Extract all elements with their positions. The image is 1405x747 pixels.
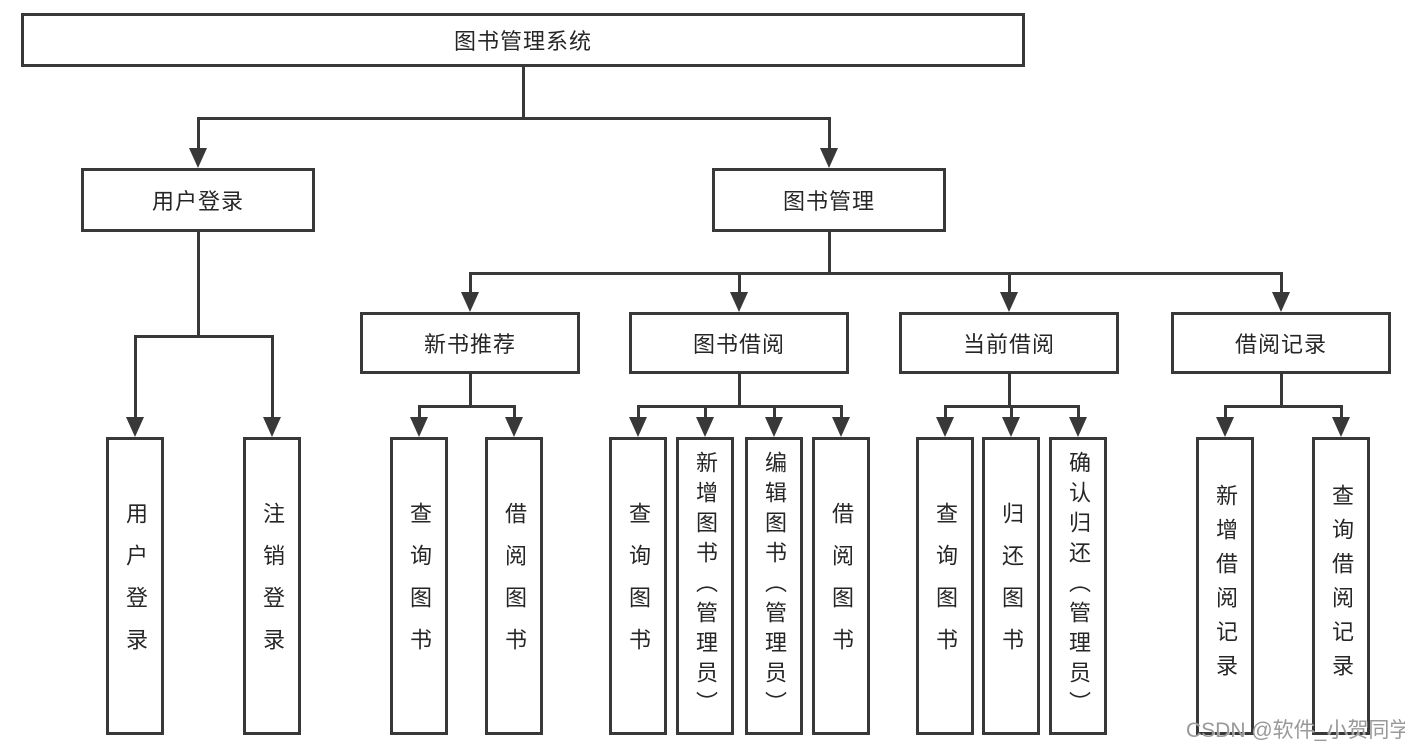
connector-line <box>738 272 741 294</box>
connector-line <box>1224 405 1343 408</box>
leaf-query-books-current: 查询图书 <box>916 437 974 735</box>
connector-line <box>469 374 472 405</box>
connector-line <box>197 232 200 335</box>
connector-arrow <box>765 417 783 437</box>
node-current-borrowing: 当前借阅 <box>899 312 1119 374</box>
connector-line <box>1280 374 1283 405</box>
leaf-label: 确认归还（管理员） <box>1066 451 1091 721</box>
leaf-label: 借阅图书 <box>829 502 854 670</box>
node-label: 图书管理 <box>782 189 875 214</box>
connector-line <box>828 232 831 272</box>
connector-arrow <box>461 292 479 312</box>
connector-arrow <box>505 417 523 437</box>
connector-arrow <box>1000 292 1018 312</box>
leaf-label: 借阅图书 <box>502 502 527 670</box>
connector-line <box>418 405 516 408</box>
connector-line <box>637 405 640 419</box>
connector-line <box>1280 272 1283 294</box>
leaf-label: 新增图书（管理员） <box>693 451 718 721</box>
leaf-logout-login: 注销登录 <box>243 437 301 735</box>
connector-line <box>522 67 525 117</box>
node-book-borrowing: 图书借阅 <box>629 312 849 374</box>
connector-arrow <box>730 292 748 312</box>
connector-arrow <box>820 148 838 168</box>
connector-arrow <box>696 417 714 437</box>
leaf-add-borrow-record: 新增借阅记录 <box>1196 437 1254 735</box>
connector-arrow <box>1002 417 1020 437</box>
connector-line <box>469 272 472 294</box>
leaf-return-books: 归还图书 <box>982 437 1040 735</box>
csdn-watermark: CSDN @软件_小贺同学 <box>1186 719 1405 742</box>
connector-line <box>944 405 947 419</box>
connector-line <box>1340 405 1343 419</box>
connector-line <box>840 405 843 419</box>
connector-line <box>1010 405 1013 419</box>
leaf-query-borrow-record: 查询借阅记录 <box>1312 437 1370 735</box>
leaf-user-login: 用户登录 <box>106 437 164 735</box>
connector-line <box>738 374 741 405</box>
connector-line <box>134 335 274 338</box>
connector-line <box>469 272 1283 275</box>
connector-line <box>271 335 274 419</box>
connector-line <box>197 117 831 120</box>
node-label: 当前借阅 <box>962 332 1055 357</box>
connector-line <box>773 405 776 419</box>
connector-line <box>1077 405 1080 419</box>
leaf-label: 归还图书 <box>999 502 1024 670</box>
leaf-borrow-books-borrowing: 借阅图书 <box>812 437 870 735</box>
node-label: 图书管理系统 <box>453 29 592 54</box>
leaf-borrow-books-recommend: 借阅图书 <box>485 437 543 735</box>
node-library-management-system: 图书管理系统 <box>21 13 1025 67</box>
connector-line <box>1008 272 1011 294</box>
leaf-edit-books-admin: 编辑图书（管理员） <box>745 437 803 735</box>
connector-arrow <box>1069 417 1087 437</box>
connector-line <box>1008 374 1011 405</box>
connector-arrow <box>936 417 954 437</box>
connector-arrow <box>126 417 144 437</box>
node-label: 借阅记录 <box>1234 332 1327 357</box>
leaf-label: 查询图书 <box>933 502 958 670</box>
connector-arrow <box>189 148 207 168</box>
leaf-add-books-admin: 新增图书（管理员） <box>676 437 734 735</box>
connector-arrow <box>410 417 428 437</box>
node-user-login: 用户登录 <box>81 168 315 232</box>
node-label: 新书推荐 <box>423 332 516 357</box>
leaf-label: 查询图书 <box>626 502 651 670</box>
leaf-label: 查询借阅记录 <box>1329 484 1354 688</box>
connector-arrow <box>1332 417 1350 437</box>
connector-line <box>418 405 421 419</box>
node-label: 图书借阅 <box>692 332 785 357</box>
connector-arrow <box>1216 417 1234 437</box>
node-book-management: 图书管理 <box>712 168 946 232</box>
leaf-confirm-return-admin: 确认归还（管理员） <box>1049 437 1107 735</box>
node-new-book-recommendation: 新书推荐 <box>360 312 580 374</box>
connector-arrow <box>629 417 647 437</box>
connector-arrow <box>832 417 850 437</box>
leaf-query-books-borrowing: 查询图书 <box>609 437 667 735</box>
leaf-label: 查询图书 <box>407 502 432 670</box>
connector-line <box>197 117 200 150</box>
leaf-label: 用户登录 <box>123 502 148 670</box>
leaf-label: 编辑图书（管理员） <box>762 451 787 721</box>
connector-line <box>828 117 831 150</box>
leaf-label: 注销登录 <box>260 502 285 670</box>
connector-arrow <box>263 417 281 437</box>
connector-line <box>513 405 516 419</box>
connector-line <box>637 405 843 408</box>
connector-line <box>704 405 707 419</box>
node-label: 用户登录 <box>151 189 244 214</box>
connector-line <box>1224 405 1227 419</box>
node-borrowing-records: 借阅记录 <box>1171 312 1391 374</box>
leaf-label: 新增借阅记录 <box>1213 484 1238 688</box>
connector-arrow <box>1272 292 1290 312</box>
connector-line <box>134 335 137 419</box>
leaf-query-books-recommend: 查询图书 <box>390 437 448 735</box>
